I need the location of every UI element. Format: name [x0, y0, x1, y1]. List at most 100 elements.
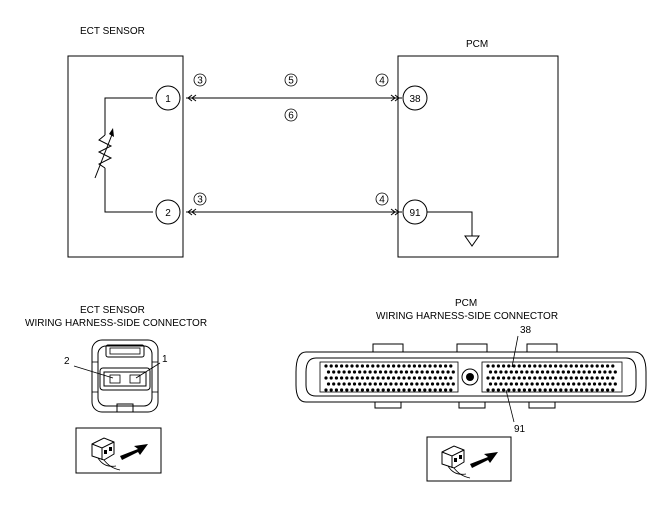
pin-hole — [595, 364, 599, 368]
pin-hole — [394, 382, 398, 386]
pin-hole — [530, 370, 534, 374]
pin-hole — [564, 388, 568, 392]
pcm-view-direction-box — [426, 436, 512, 482]
pin-hole — [402, 364, 406, 368]
pin-hole — [528, 364, 532, 368]
pin-hole — [423, 364, 427, 368]
pin-hole — [340, 364, 344, 368]
pin-hole — [608, 382, 612, 386]
pin-hole — [352, 370, 357, 374]
pin-hole — [540, 382, 545, 386]
pin-hole — [378, 382, 383, 386]
ect-connector-face — [91, 339, 159, 413]
pin-hole — [436, 370, 440, 374]
pin-hole — [507, 376, 511, 380]
pin-hole — [572, 382, 576, 386]
pin-hole — [603, 370, 607, 374]
pin-hole — [340, 376, 344, 380]
pin-hole — [546, 382, 550, 386]
pin-hole — [559, 388, 563, 392]
pin-hole — [569, 388, 573, 392]
pin-hole — [600, 376, 605, 380]
pin-hole — [332, 382, 336, 386]
pin-hole — [598, 370, 602, 374]
pin-hole — [595, 388, 599, 392]
pin-hole — [389, 382, 393, 386]
pin-hole — [577, 370, 581, 374]
sensor-pin-2-label: 2 — [165, 208, 171, 219]
pin-hole — [606, 388, 610, 392]
pin-hole — [517, 376, 521, 380]
pin-hole — [433, 388, 437, 392]
pin-hole — [418, 376, 422, 380]
pin-hole — [397, 364, 401, 368]
pin-hole — [433, 376, 437, 380]
pin-hole — [528, 376, 532, 380]
pin-hole — [507, 364, 511, 368]
pin-hole — [451, 382, 455, 386]
pin-hole — [543, 388, 547, 392]
pin-hole — [522, 388, 527, 392]
pin-hole — [389, 370, 393, 374]
ect-sensor-title: ECT SENSOR — [80, 26, 145, 37]
chevron-icon — [390, 208, 400, 216]
chevron-icon — [187, 208, 197, 216]
pin-hole — [412, 376, 416, 380]
pin-hole — [611, 388, 615, 392]
pin-hole — [418, 364, 422, 368]
pin-hole — [324, 388, 328, 392]
svg-text:3: 3 — [197, 195, 203, 206]
pcm-pin-91-label: 91 — [409, 208, 421, 219]
pin-hole — [360, 364, 364, 368]
ect-connector-pin-2: 2 — [64, 356, 70, 367]
pin-hole — [347, 370, 351, 374]
pin-hole — [517, 364, 521, 368]
pin-hole — [514, 382, 519, 386]
pin-hole — [425, 370, 429, 374]
pin-hole — [543, 376, 547, 380]
pcm-connector-pin-38: 38 — [520, 325, 532, 336]
pin-hole — [491, 388, 495, 392]
pin-hole — [540, 370, 545, 374]
pin-hole — [517, 388, 521, 392]
pin-hole — [428, 376, 432, 380]
pin-hole — [438, 376, 442, 380]
pin-hole — [548, 376, 553, 380]
ect-connector-pin-1: 1 — [162, 354, 168, 365]
pin-hole — [449, 376, 453, 380]
callout-sensor-pin1: 3 — [193, 73, 207, 87]
pin-hole — [598, 382, 602, 386]
pin-hole — [522, 376, 527, 380]
pin-hole — [559, 364, 563, 368]
pin-hole — [337, 382, 341, 386]
pin-hole — [342, 382, 346, 386]
pin-hole — [363, 370, 367, 374]
pin-hole — [491, 376, 495, 380]
pin-hole — [376, 364, 380, 368]
pin-hole — [580, 364, 584, 368]
pin-hole — [392, 376, 396, 380]
pin-hole — [407, 364, 411, 368]
pin-hole — [502, 364, 506, 368]
pin-hole — [412, 364, 416, 368]
pin-hole — [491, 364, 495, 368]
pin-hole — [564, 364, 568, 368]
pin-hole — [528, 388, 532, 392]
pin-hole — [358, 382, 362, 386]
pin-hole — [428, 388, 432, 392]
pin-hole — [386, 388, 390, 392]
pin-hole — [371, 364, 375, 368]
pin-hole — [415, 382, 419, 386]
pin-hole — [600, 388, 605, 392]
pcm-connector-pins — [324, 364, 617, 392]
svg-text:5: 5 — [288, 76, 294, 87]
pcm-connector-title-1: PCM — [455, 298, 477, 309]
pin-hole — [512, 364, 516, 368]
pin-hole — [366, 388, 370, 392]
pin-hole — [410, 382, 414, 386]
ground-icon — [427, 211, 480, 247]
pin-hole — [376, 376, 380, 380]
pin-hole — [392, 364, 396, 368]
pin-hole — [329, 388, 333, 392]
pin-hole — [486, 364, 490, 368]
